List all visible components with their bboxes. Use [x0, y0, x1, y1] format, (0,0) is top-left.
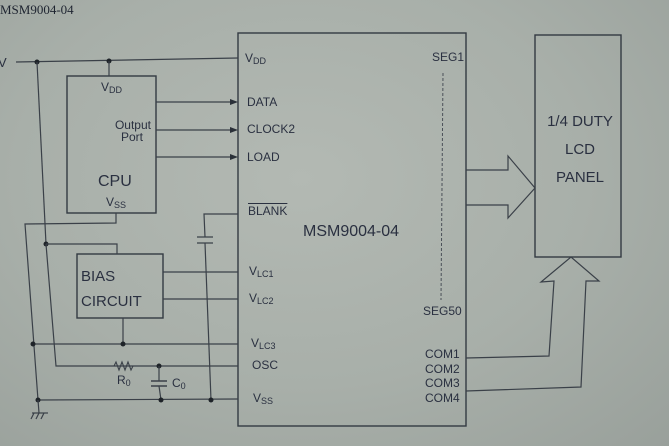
pin-data-label: DATA [247, 95, 278, 109]
cpu-vdd-sub: DD [109, 85, 123, 95]
bias-circuit-box [76, 253, 164, 319]
lcd-line: 1/4 DUTY [547, 113, 613, 130]
arrow-icon [230, 127, 238, 133]
lcd-line: PANEL [555, 169, 605, 186]
blank-wire [203, 213, 238, 238]
cpu-vss-label: VSS [106, 195, 126, 210]
lcd-line: LCD [564, 141, 595, 158]
blank-capacitor-icon [197, 236, 213, 244]
cpu-vdd-main: V [101, 80, 110, 94]
junction-dot [120, 341, 126, 347]
com-bus-arrow-icon [465, 256, 601, 392]
capacitor-icon [151, 380, 167, 387]
resistor-sub: 0 [125, 378, 131, 388]
pin-vlc1-main: V [249, 264, 258, 278]
bias-vdd-wire [46, 243, 118, 254]
cpu-output-port-label: Output Port [111, 119, 151, 143]
lcd-panel-label: 1/4 DUTY LCD PANEL [540, 108, 620, 192]
pin-vlc1-label: VLC1 [249, 264, 274, 279]
lcd-panel-box [534, 34, 622, 258]
pin-vlc1-sub: LC1 [257, 269, 274, 279]
resistor-main: R [117, 373, 126, 387]
pin-vlc2-sub: LC2 [257, 296, 274, 306]
vss-rail-wire [37, 398, 239, 401]
pin-blank-label: BLANK [248, 204, 288, 218]
pin-com-label: COM4 [425, 390, 460, 405]
cpu-vdd-label: VDD [101, 80, 122, 95]
arrow-icon [230, 99, 238, 105]
resistor-icon [113, 360, 134, 372]
pin-load-label: LOAD [247, 150, 280, 164]
chip-name-label: MSM9004-04 [303, 223, 400, 240]
segment-dashed-line [440, 72, 444, 301]
output-port-line: Output [114, 118, 151, 132]
pin-com-label: COM1 [425, 347, 460, 361]
ground-icon [30, 399, 48, 420]
msm9004-chip-box [237, 32, 467, 427]
pin-vdd-main: V [245, 51, 254, 65]
pin-vss-sub: SS [261, 396, 274, 406]
cpu-box [66, 75, 157, 214]
bias-circuit-label: BIAS CIRCUIT [81, 264, 142, 314]
pin-vss-main: V [253, 391, 262, 405]
arrow-icon [230, 154, 238, 160]
bias-line: CIRCUIT [81, 293, 142, 310]
document-title: MSM9004-04 [0, 2, 74, 17]
segment-bus-arrow-icon [466, 154, 536, 220]
left-vdd-wire [36, 61, 47, 245]
pin-vss-label: VSS [253, 391, 273, 406]
pin-vdd-label: VDD [245, 51, 266, 66]
osc-wire [45, 243, 238, 367]
pin-seg1-label: SEG1 [432, 50, 465, 64]
capacitor-main: C [172, 376, 181, 390]
resistor-label: R0 [117, 373, 131, 388]
cpu-vss-sub: SS [114, 200, 127, 210]
capacitor-label: C0 [172, 376, 186, 391]
pin-com-label: COM3 [425, 376, 460, 390]
pin-vlc3-label: VLC3 [251, 336, 276, 351]
pin-seg50-label: SEG50 [423, 304, 462, 318]
junction-dot [208, 397, 214, 403]
cpu-vss-main: V [106, 195, 115, 209]
junction-dot [158, 397, 164, 403]
pin-osc-label: OSC [252, 358, 279, 372]
pin-vdd-sub: DD [253, 56, 267, 66]
cpu-label: CPU [98, 173, 132, 190]
blank-cap-ground-wire [204, 242, 212, 401]
bias-line: BIAS [81, 268, 116, 285]
pin-vlc2-label: VLC2 [249, 291, 274, 306]
com-pins-label: COM1 COM2 COM3 COM4 [425, 347, 460, 405]
supply-label: V [0, 55, 7, 70]
pin-vlc2-main: V [249, 291, 258, 305]
vdd-supply-wire [15, 57, 239, 63]
junction-dot [30, 341, 36, 347]
pin-com-label: COM2 [425, 361, 460, 376]
capacitor-sub: 0 [180, 381, 186, 391]
pin-vlc3-main: V [251, 336, 260, 350]
pin-vlc3-sub: LC3 [259, 341, 276, 351]
pin-clock2-label: CLOCK2 [247, 122, 296, 136]
cpu-vss-wire [24, 213, 117, 401]
output-port-line: Port [120, 130, 143, 144]
